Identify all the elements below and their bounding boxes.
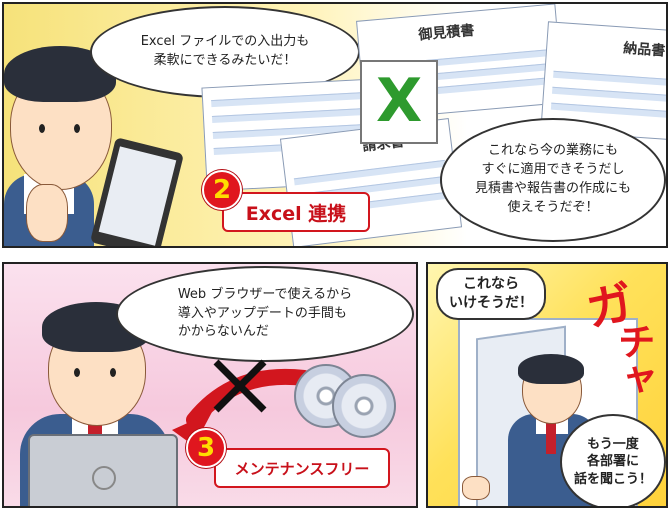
doc-row: [551, 86, 666, 103]
speech-bubble-web-browser: Web ブラウザーで使えるから 導入やアップデートの手間も かからないんだ: [116, 266, 414, 362]
character-eye-right: [74, 124, 80, 133]
character-thinking: [4, 24, 174, 246]
cross-mark-icon: [213, 359, 267, 413]
character-hair: [518, 354, 584, 384]
character-hand: [26, 184, 68, 242]
door-knob-hand: [462, 476, 490, 500]
cd-disc-icon: [332, 374, 396, 438]
character-eye-left: [74, 368, 80, 377]
speech-bubble-can-do: これなら いけそうだ！: [436, 268, 546, 320]
doc-row: [553, 70, 666, 87]
doc-row: [550, 102, 666, 119]
panel-door-exit: これなら いけそうだ！ ガ チャ もう一度 各部署に 話を聞こう！: [426, 262, 668, 508]
character-eye-left: [39, 124, 45, 133]
character-eye-right: [110, 368, 116, 377]
speech-bubble-ask-departments: もう一度 各部署に 話を聞こう！: [560, 414, 666, 506]
feature-number-badge-2: 2: [202, 170, 242, 210]
laptop-computer: [28, 434, 178, 506]
speech-bubble-business-use: これなら今の業務にも すぐに適用できそうだし 見積書や報告書の作成にも 使えそう…: [440, 118, 666, 242]
panel-maintenance-free: Web ブラウザーで使えるから 導入やアップデートの手間も かからないんだ メン…: [2, 262, 418, 508]
feature-label-excel: Excel 連携: [222, 192, 370, 232]
excel-file-icon: X: [360, 60, 438, 144]
document-quote-title: 御見積書: [417, 22, 476, 44]
sound-effect-cha: チャ: [611, 322, 655, 398]
feature-label-maintenance-free: メンテナンスフリー: [214, 448, 390, 488]
character-tie: [546, 414, 556, 454]
excel-x-glyph: X: [376, 66, 423, 136]
document-delivery-title: 納品書: [622, 40, 666, 60]
feature-number-badge-3: 3: [186, 428, 226, 468]
panel-excel-integration: Excel ファイルでの入出力も 柔軟にできるみたいだ！ 御見積書 納品書 請求…: [2, 2, 668, 248]
laptop-logo: [92, 466, 116, 490]
